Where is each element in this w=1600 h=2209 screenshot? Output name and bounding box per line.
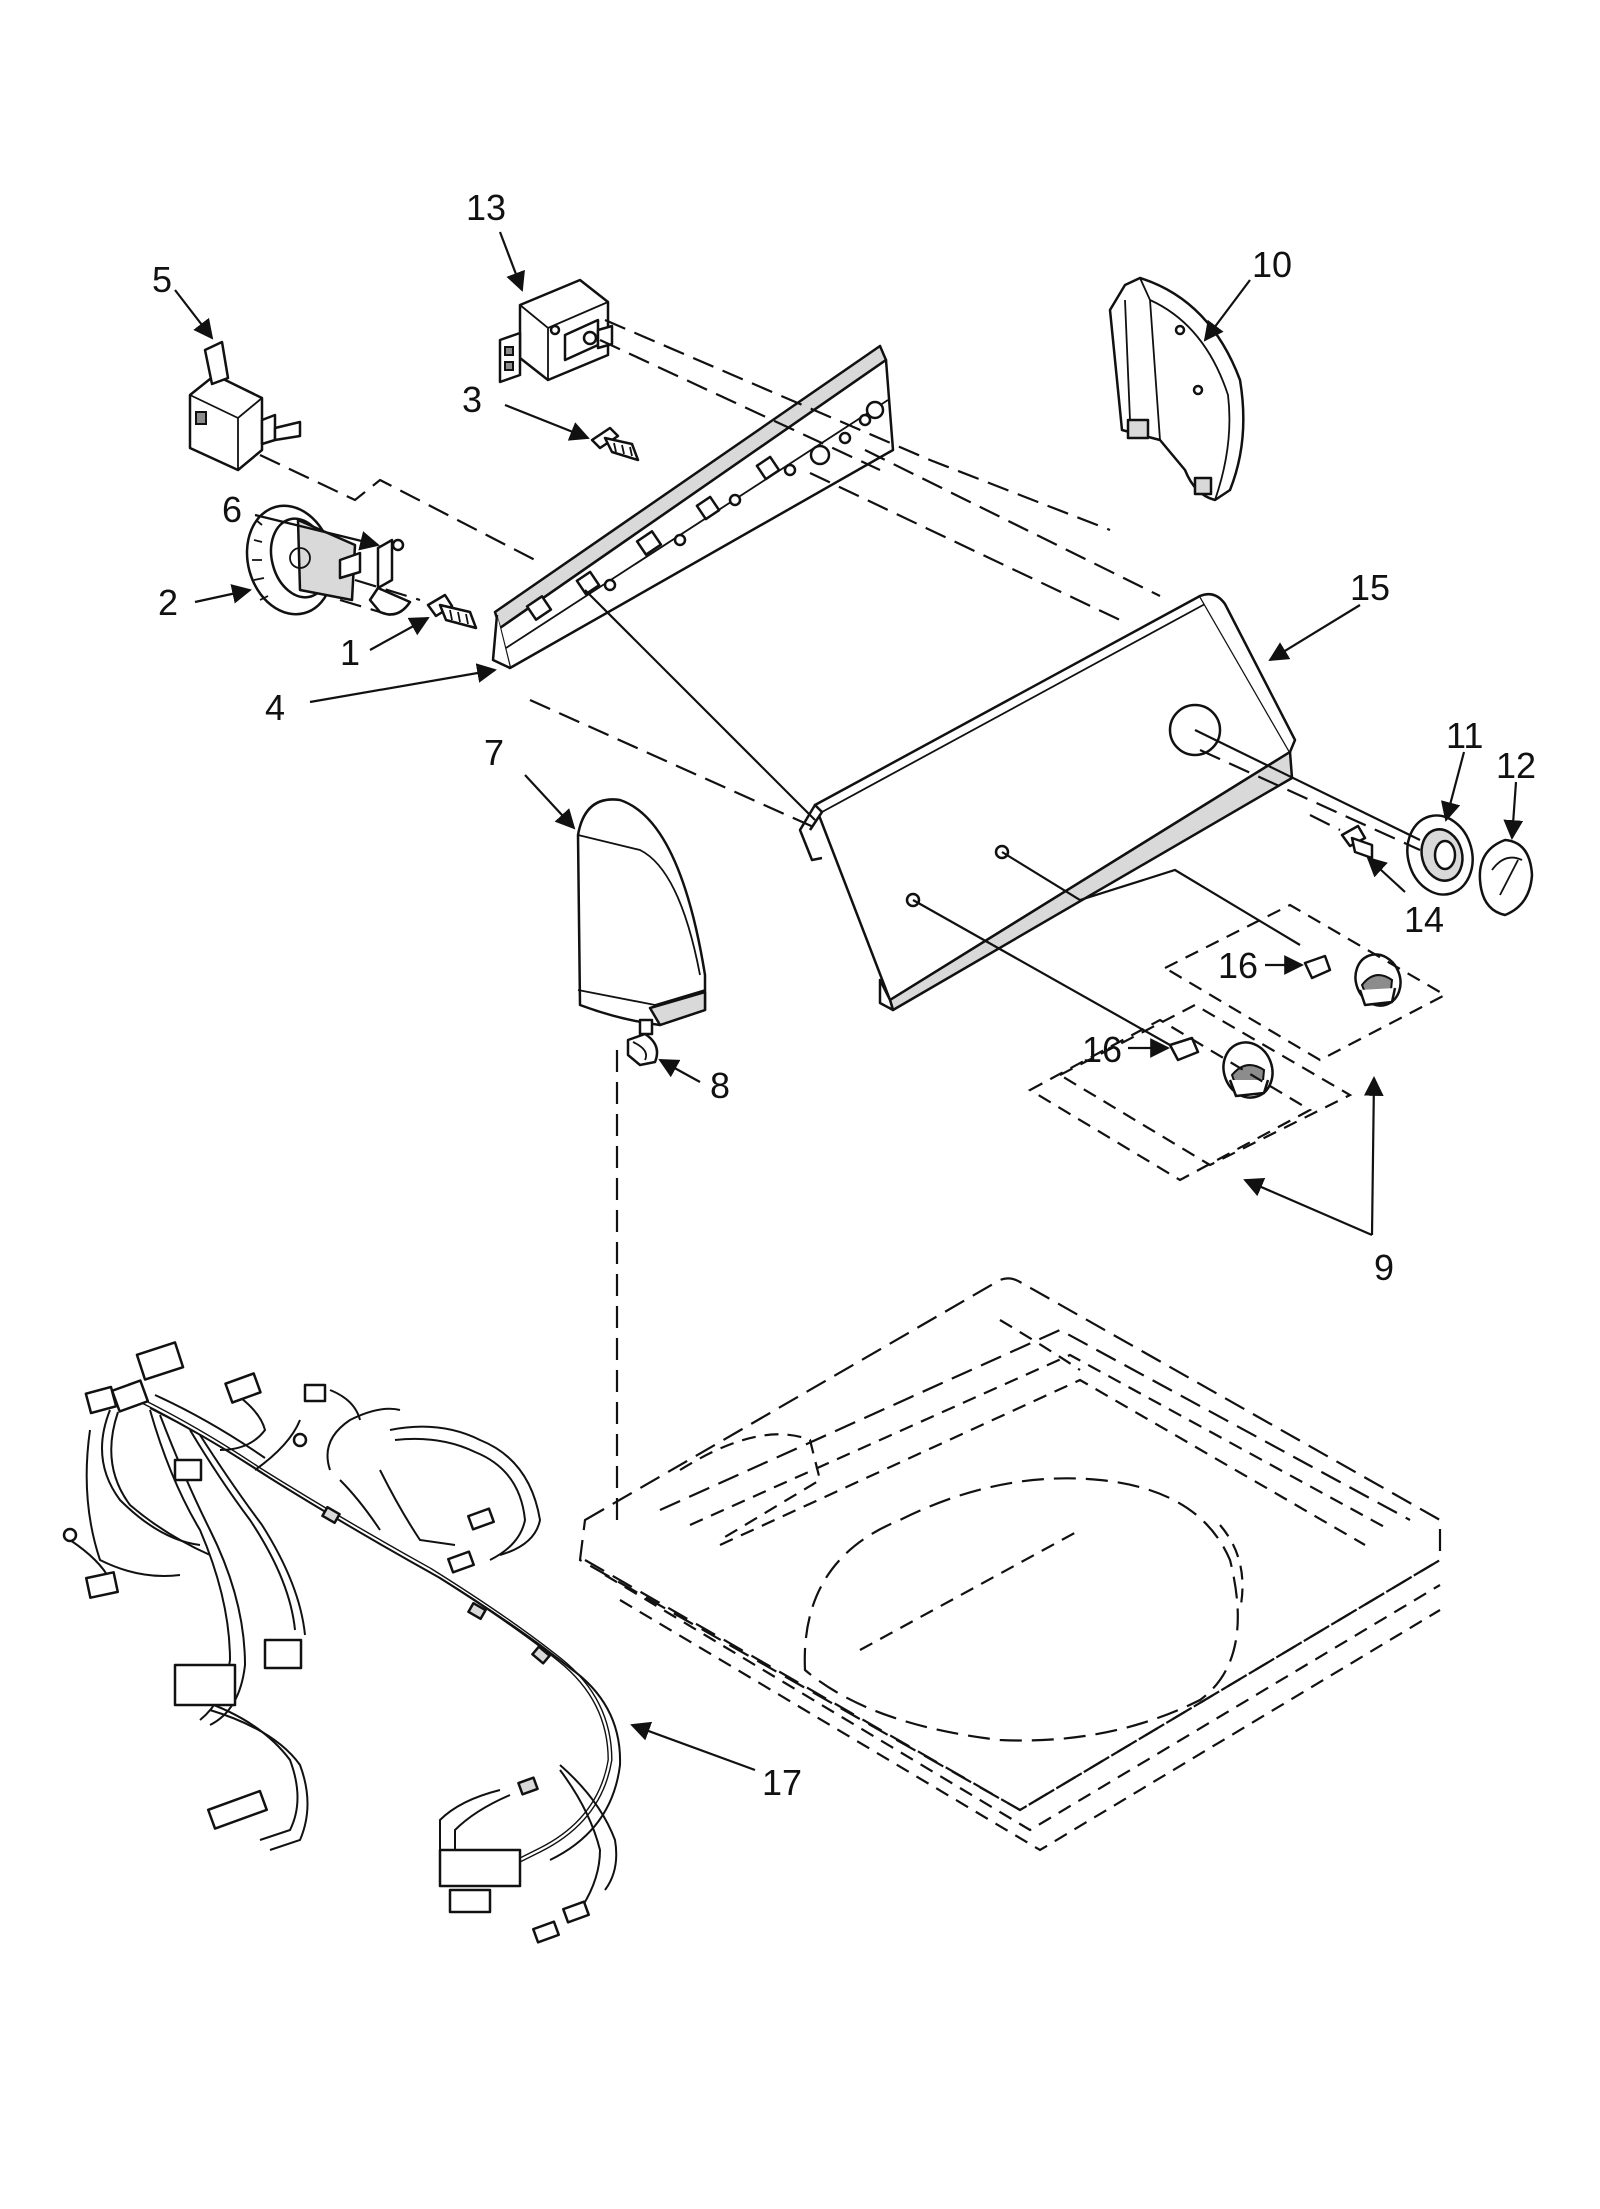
callout-13: 13 — [466, 187, 506, 228]
callout-4: 4 — [265, 687, 285, 728]
button-assembly-upper — [1303, 953, 1402, 1007]
callout-14: 14 — [1404, 899, 1444, 940]
screw-3 — [590, 426, 640, 462]
callout-15: 15 — [1350, 567, 1390, 608]
callout-7: 7 — [484, 732, 504, 773]
callout-11: 11 — [1446, 715, 1483, 756]
console-panel — [798, 593, 1297, 1012]
retainer-clip — [368, 538, 412, 616]
alignment-lines — [259, 318, 1421, 1046]
callout-2: 2 — [158, 582, 178, 623]
selector-switch — [188, 340, 302, 472]
callout-labels: 5 13 3 6 2 1 4 7 8 10 15 11 12 14 16 16 … — [152, 187, 1536, 1803]
leader-arrows — [174, 231, 1524, 1772]
callout-16-upper: 16 — [1218, 945, 1258, 986]
callout-1: 1 — [340, 632, 360, 673]
callout-3: 3 — [462, 379, 482, 420]
button-subassembly-outline — [1027, 903, 1448, 1182]
callout-8: 8 — [710, 1065, 730, 1106]
motor — [245, 504, 362, 616]
timer-module — [498, 278, 614, 384]
callout-17: 17 — [762, 1762, 802, 1803]
wire-clip — [626, 1032, 659, 1067]
control-bracket — [491, 344, 895, 670]
callout-9: 9 — [1374, 1247, 1394, 1288]
screw-1 — [426, 593, 478, 630]
callout-10: 10 — [1252, 244, 1292, 285]
callout-16-lower: 16 — [1082, 1029, 1122, 1070]
knob — [1478, 838, 1534, 917]
wire-harness — [62, 1341, 622, 1944]
end-cap-left — [576, 798, 707, 1036]
screw-14 — [1340, 824, 1374, 860]
knob-bezel — [1406, 814, 1474, 896]
callout-12: 12 — [1496, 745, 1536, 786]
end-cap-right — [1108, 276, 1245, 502]
button-assembly-lower — [1168, 1036, 1274, 1099]
callout-5: 5 — [152, 259, 172, 300]
callout-6: 6 — [222, 489, 242, 530]
top-frame-outline — [578, 1277, 1442, 1852]
